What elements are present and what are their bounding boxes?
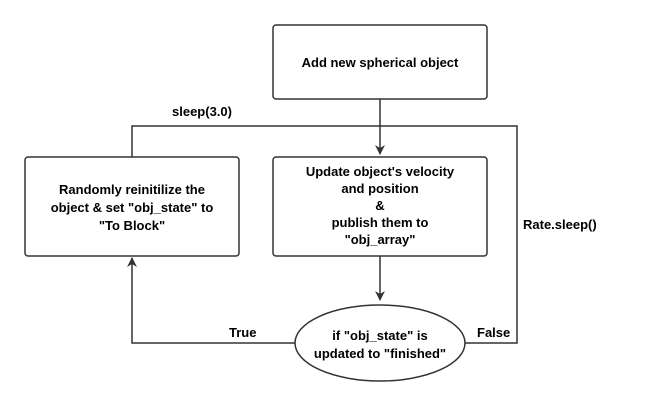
true-label: True — [229, 325, 256, 340]
update-label-line-5: "obj_array" — [345, 232, 416, 247]
decision-label-line-2: updated to "finished" — [314, 346, 446, 361]
reinit-label-line-1: Randomly reinitilize the — [59, 182, 205, 197]
add-object-box — [272, 24, 488, 100]
node-update: Update object's velocity and position & … — [272, 156, 488, 257]
reinit-label-line-3: "To Block" — [99, 218, 165, 233]
rate-sleep-label: Rate.sleep() — [523, 217, 597, 232]
update-label-line-4: publish them to — [332, 215, 429, 230]
decision-label-line-1: if "obj_state" is — [332, 328, 427, 343]
decision-ellipse — [294, 304, 466, 382]
add-object-label: Add new spherical object — [302, 55, 459, 70]
update-box — [272, 156, 488, 257]
arrow-false-loop — [380, 125, 518, 344]
node-reinit: Randomly reinitilize the object & set "o… — [24, 156, 240, 257]
connectors — [127, 99, 518, 344]
update-label-line-1: Update object's velocity — [306, 164, 455, 179]
update-label-line-2: and position — [341, 181, 418, 196]
reinit-box — [24, 156, 240, 257]
arrow-true-to-reinit — [127, 257, 295, 344]
sleep-label: sleep(3.0) — [172, 104, 232, 119]
node-decision: if "obj_state" is updated to "finished" — [294, 304, 466, 382]
update-label-line-3: & — [375, 198, 384, 213]
reinit-label-line-2: object & set "obj_state" to — [51, 200, 214, 215]
false-label: False — [477, 325, 510, 340]
arrow-reinit-sleep — [131, 125, 380, 157]
node-add-object: Add new spherical object — [272, 24, 488, 100]
